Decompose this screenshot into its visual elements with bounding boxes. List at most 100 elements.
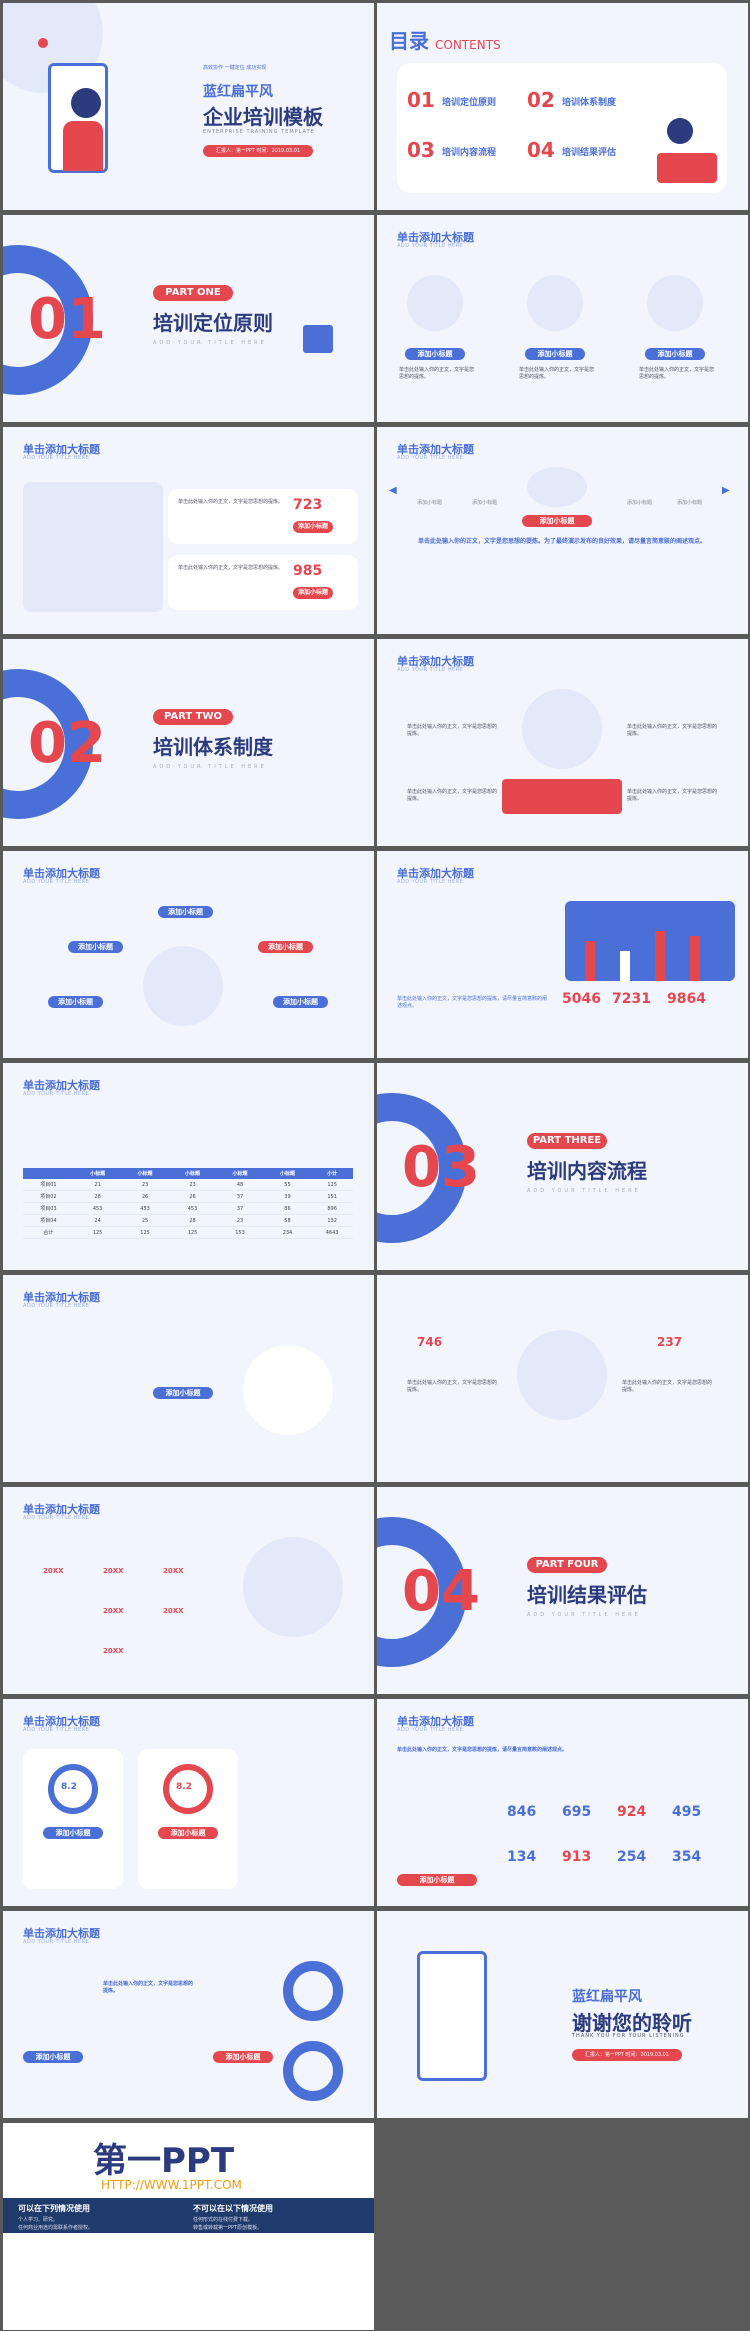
body-2: 单击此处输入你的正文，文字是您思想的提炼。 (519, 367, 595, 380)
toc-item-3[interactable]: 培训内容流程 (442, 148, 497, 158)
slide-subheading: ADD YOUR TITLE HERE (397, 243, 464, 249)
slide-subheading: ADD YOUR TITLE HERE (397, 1727, 464, 1733)
slide-part-3[interactable]: 03 PART THREE 培训内容流程 ADD YOUR TITLE HERE (377, 1063, 748, 1270)
table-cell: 合计 (23, 1226, 74, 1239)
table-cell: 453 (73, 1202, 122, 1215)
table-cell: 37 (216, 1202, 264, 1215)
table-cell: 55 (263, 1179, 312, 1191)
table-cell: 项目03 (23, 1202, 74, 1215)
table-cell: 26 (168, 1190, 217, 1203)
slide-end[interactable]: 蓝红扁平风 谢谢您的聆听 THANK YOU FOR YOUR LISTENIN… (377, 1911, 748, 2118)
slide-part-2[interactable]: 02 PART TWO 培训体系制度 ADD YOUR TITLE HERE (3, 639, 374, 846)
table-cell: 23 (121, 1179, 169, 1191)
stat-8: 354 (672, 1849, 702, 1865)
logo: 第一PPT (93, 2141, 235, 2181)
stat-value-1: 723 (293, 497, 323, 513)
stat-6: 913 (562, 1849, 592, 1865)
toc-num-2: 02 (527, 88, 555, 112)
part-en: ADD YOUR TITLE HERE (153, 340, 267, 346)
slide-heading: 单击添加大标题 (397, 867, 474, 880)
slide-5[interactable]: 单击添加大标题 ADD YOUR TITLE HERE 单击此处输入你的正文，文… (3, 427, 374, 634)
person-body (63, 121, 103, 171)
part-number: 01 (28, 287, 106, 352)
small-title-1: 添加小标题 (405, 348, 465, 360)
slide-7[interactable]: 单击添加大标题 ADD YOUR TITLE HERE ◀ ▶ 添加小标题 添加… (377, 427, 748, 634)
slide-19[interactable]: 单击添加大标题 ADD YOUR TITLE HERE 8.2 8.2 添加小标… (3, 1699, 374, 1906)
stat-2: 237 (657, 1335, 683, 1349)
slide-subheading: ADD YOUR TITLE HERE (23, 879, 90, 885)
body: 单击此处输入你的正文，文字是您思想的提炼，请尽量言简意赅的阐述观点。 (397, 996, 548, 1009)
slide-cover[interactable]: 高效协作 一键定位 成功实现 蓝红扁平风 企业培训模板 ENTERPRISE T… (3, 3, 374, 210)
prev-arrow-icon[interactable]: ◀ (389, 485, 397, 496)
table-cell: 125 (73, 1226, 122, 1239)
slide-heading: 单击添加大标题 (397, 231, 474, 244)
body-3: 单击此处输入你的正文，文字是您思想的提炼。 (639, 367, 715, 380)
year-6: 20XX (103, 1647, 124, 1655)
table-cell: 153 (216, 1226, 264, 1239)
site-url[interactable]: HTTP://WWW.1PPT.COM (101, 2178, 242, 2192)
part-en: ADD YOUR TITLE HERE (153, 764, 267, 770)
stat-3: 924 (617, 1804, 647, 1820)
slide-12[interactable]: 单击添加大标题 ADD YOUR TITLE HERE 5046 7231 98… (377, 851, 748, 1058)
year-1: 20XX (43, 1567, 64, 1575)
bar-chart-panel (565, 901, 735, 981)
donut-1 (283, 1961, 343, 2021)
part-title: 培训内容流程 (527, 1159, 647, 1183)
table-header-cell: 小标题 (168, 1168, 217, 1179)
slide-17[interactable]: 单击添加大标题 ADD YOUR TITLE HERE 20XX 20XX 20… (3, 1487, 374, 1694)
part-title: 培训结果评估 (527, 1583, 647, 1607)
bar (690, 936, 700, 981)
slide-11[interactable]: 单击添加大标题 ADD YOUR TITLE HERE 添加小标题 添加小标题 … (3, 851, 374, 1058)
icon-label-3: 添加小标题 (627, 500, 653, 506)
slide-part-1[interactable]: 01 PART ONE 培训定位原则 ADD YOUR TITLE HERE (3, 215, 374, 422)
table-cell: 39 (263, 1190, 312, 1203)
slide-heading: 单击添加大标题 (397, 655, 474, 668)
body-left-2: 单击此处输入你的正文，文字是您思想的提炼。 (407, 789, 498, 802)
donut-value-2: 8.2 (176, 1782, 192, 1792)
table-cell: 28 (168, 1214, 217, 1227)
small-title-right-2: 添加小标题 (273, 996, 328, 1008)
slide-toc[interactable]: 目录 CONTENTS 01 培训定位原则 02 培训体系制度 03 培训内容流… (377, 3, 748, 210)
donut-2 (283, 2041, 343, 2101)
table-cell: 125 (121, 1226, 169, 1239)
slide-part-4[interactable]: 04 PART FOUR 培训结果评估 ADD YOUR TITLE HERE (377, 1487, 748, 1694)
table-header-cell: 小标题 (216, 1168, 264, 1179)
slide-20[interactable]: 单击添加大标题 ADD YOUR TITLE HERE 单击此处输入你的正文，文… (377, 1699, 748, 1906)
body-right: 单击此处输入你的正文，文字是您思想的提炼。 (622, 1380, 713, 1393)
center-circle (243, 1345, 333, 1435)
slide-heading: 单击添加大标题 (397, 1715, 474, 1728)
table-cell: 28 (73, 1190, 122, 1203)
next-arrow-icon[interactable]: ▶ (722, 485, 730, 496)
stat-2: 7231 (612, 991, 651, 1007)
slide-15[interactable]: 单击添加大标题 ADD YOUR TITLE HERE 添加小标题 (3, 1275, 374, 1482)
table-header-cell: 小标题 (73, 1168, 122, 1179)
toc-item-2[interactable]: 培训体系制度 (562, 98, 617, 108)
toc-item-1[interactable]: 培训定位原则 (442, 98, 497, 108)
slide-3[interactable]: 单击添加大标题 ADD YOUR TITLE HERE 添加小标题 添加小标题 … (377, 215, 748, 422)
table-cell: 26 (121, 1190, 169, 1203)
cover-title-1: 蓝红扁平风 (203, 84, 273, 100)
part-label: PART THREE (527, 1133, 607, 1149)
part-title: 培训定位原则 (153, 311, 273, 335)
table-header-cell: 小标题 (121, 1168, 169, 1179)
slide-21[interactable]: 单击添加大标题 ADD YOUR TITLE HERE 单击此处输入你的正文，文… (3, 1911, 374, 2118)
card-pill-1: 添加小标题 (43, 1827, 103, 1839)
toc-item-4[interactable]: 培训结果评估 (562, 148, 617, 158)
table-cell: 125 (168, 1226, 217, 1239)
slide-9[interactable]: 单击添加大标题 ADD YOUR TITLE HERE 单击此处输入你的正文，文… (377, 639, 748, 846)
body-1: 单击此处输入你的正文，文字是您思想的提炼。 (399, 367, 475, 380)
small-title-2: 添加小标题 (525, 348, 585, 360)
center-illustration (527, 467, 587, 507)
figure-3 (647, 275, 703, 331)
can-use-title: 可以在下列情况使用 (18, 2204, 90, 2213)
end-title-2: 谢谢您的聆听 (572, 2011, 692, 2035)
year-5: 20XX (163, 1607, 184, 1615)
slide-13[interactable]: 单击添加大标题 ADD YOUR TITLE HERE 小标题小标题小标题小标题… (3, 1063, 374, 1270)
table-cell: 项目04 (23, 1214, 74, 1227)
slide-16[interactable]: 746 237 单击此处输入你的正文，文字是您思想的提炼。 单击此处输入你的正文… (377, 1275, 748, 1482)
stat-7: 254 (617, 1849, 647, 1865)
